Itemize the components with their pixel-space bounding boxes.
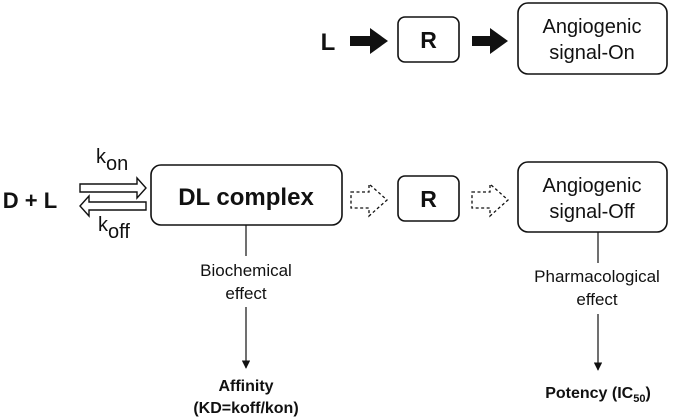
signal-on-line2: signal-On [549, 42, 635, 64]
bottom-receptor-label: R [420, 186, 437, 212]
pharmacological-effect-line2: effect [576, 290, 618, 309]
affinity-formula: (KD=koff/kon) [193, 400, 298, 417]
koff-base: k [98, 214, 109, 236]
affinity-label: Affinity [218, 378, 273, 395]
signal-off-box [517, 161, 668, 233]
koff-subscript: off [108, 221, 130, 243]
kon-subscript: on [106, 153, 128, 175]
biochemical-effect-line2: effect [225, 284, 267, 303]
potency-label: Potency (IC50) [545, 385, 651, 405]
dashed-arrow-icon [471, 182, 509, 218]
solid-arrow-icon [472, 28, 508, 54]
potency-base: Potency (IC [545, 385, 633, 402]
reverse-open-arrow-icon [79, 194, 147, 218]
reactants-label: D + L [3, 188, 57, 213]
signal-off-line2: signal-Off [549, 201, 635, 223]
signal-on-box [517, 2, 668, 75]
potency-subscript: 50 [633, 393, 645, 405]
signal-on-line1: Angiogenic [543, 16, 642, 38]
top-receptor-box [397, 16, 460, 63]
solid-arrow-icon [350, 28, 388, 54]
bottom-receptor-box [397, 175, 460, 222]
biochemical-effect-line1: Biochemical [200, 261, 292, 280]
kon-base: k [96, 146, 107, 168]
forward-open-arrow-icon [79, 176, 147, 200]
top-receptor-label: R [420, 27, 437, 53]
signal-off-line1: Angiogenic [543, 175, 642, 197]
koff-label: koff [98, 214, 130, 243]
kon-label: kon [96, 146, 128, 175]
top-ligand-label: L [321, 29, 336, 56]
potency-close: ) [645, 385, 650, 402]
pharmacological-effect-line1: Pharmacological [534, 267, 660, 286]
dashed-arrow-icon [350, 182, 388, 218]
dl-complex-label: DL complex [178, 184, 314, 211]
